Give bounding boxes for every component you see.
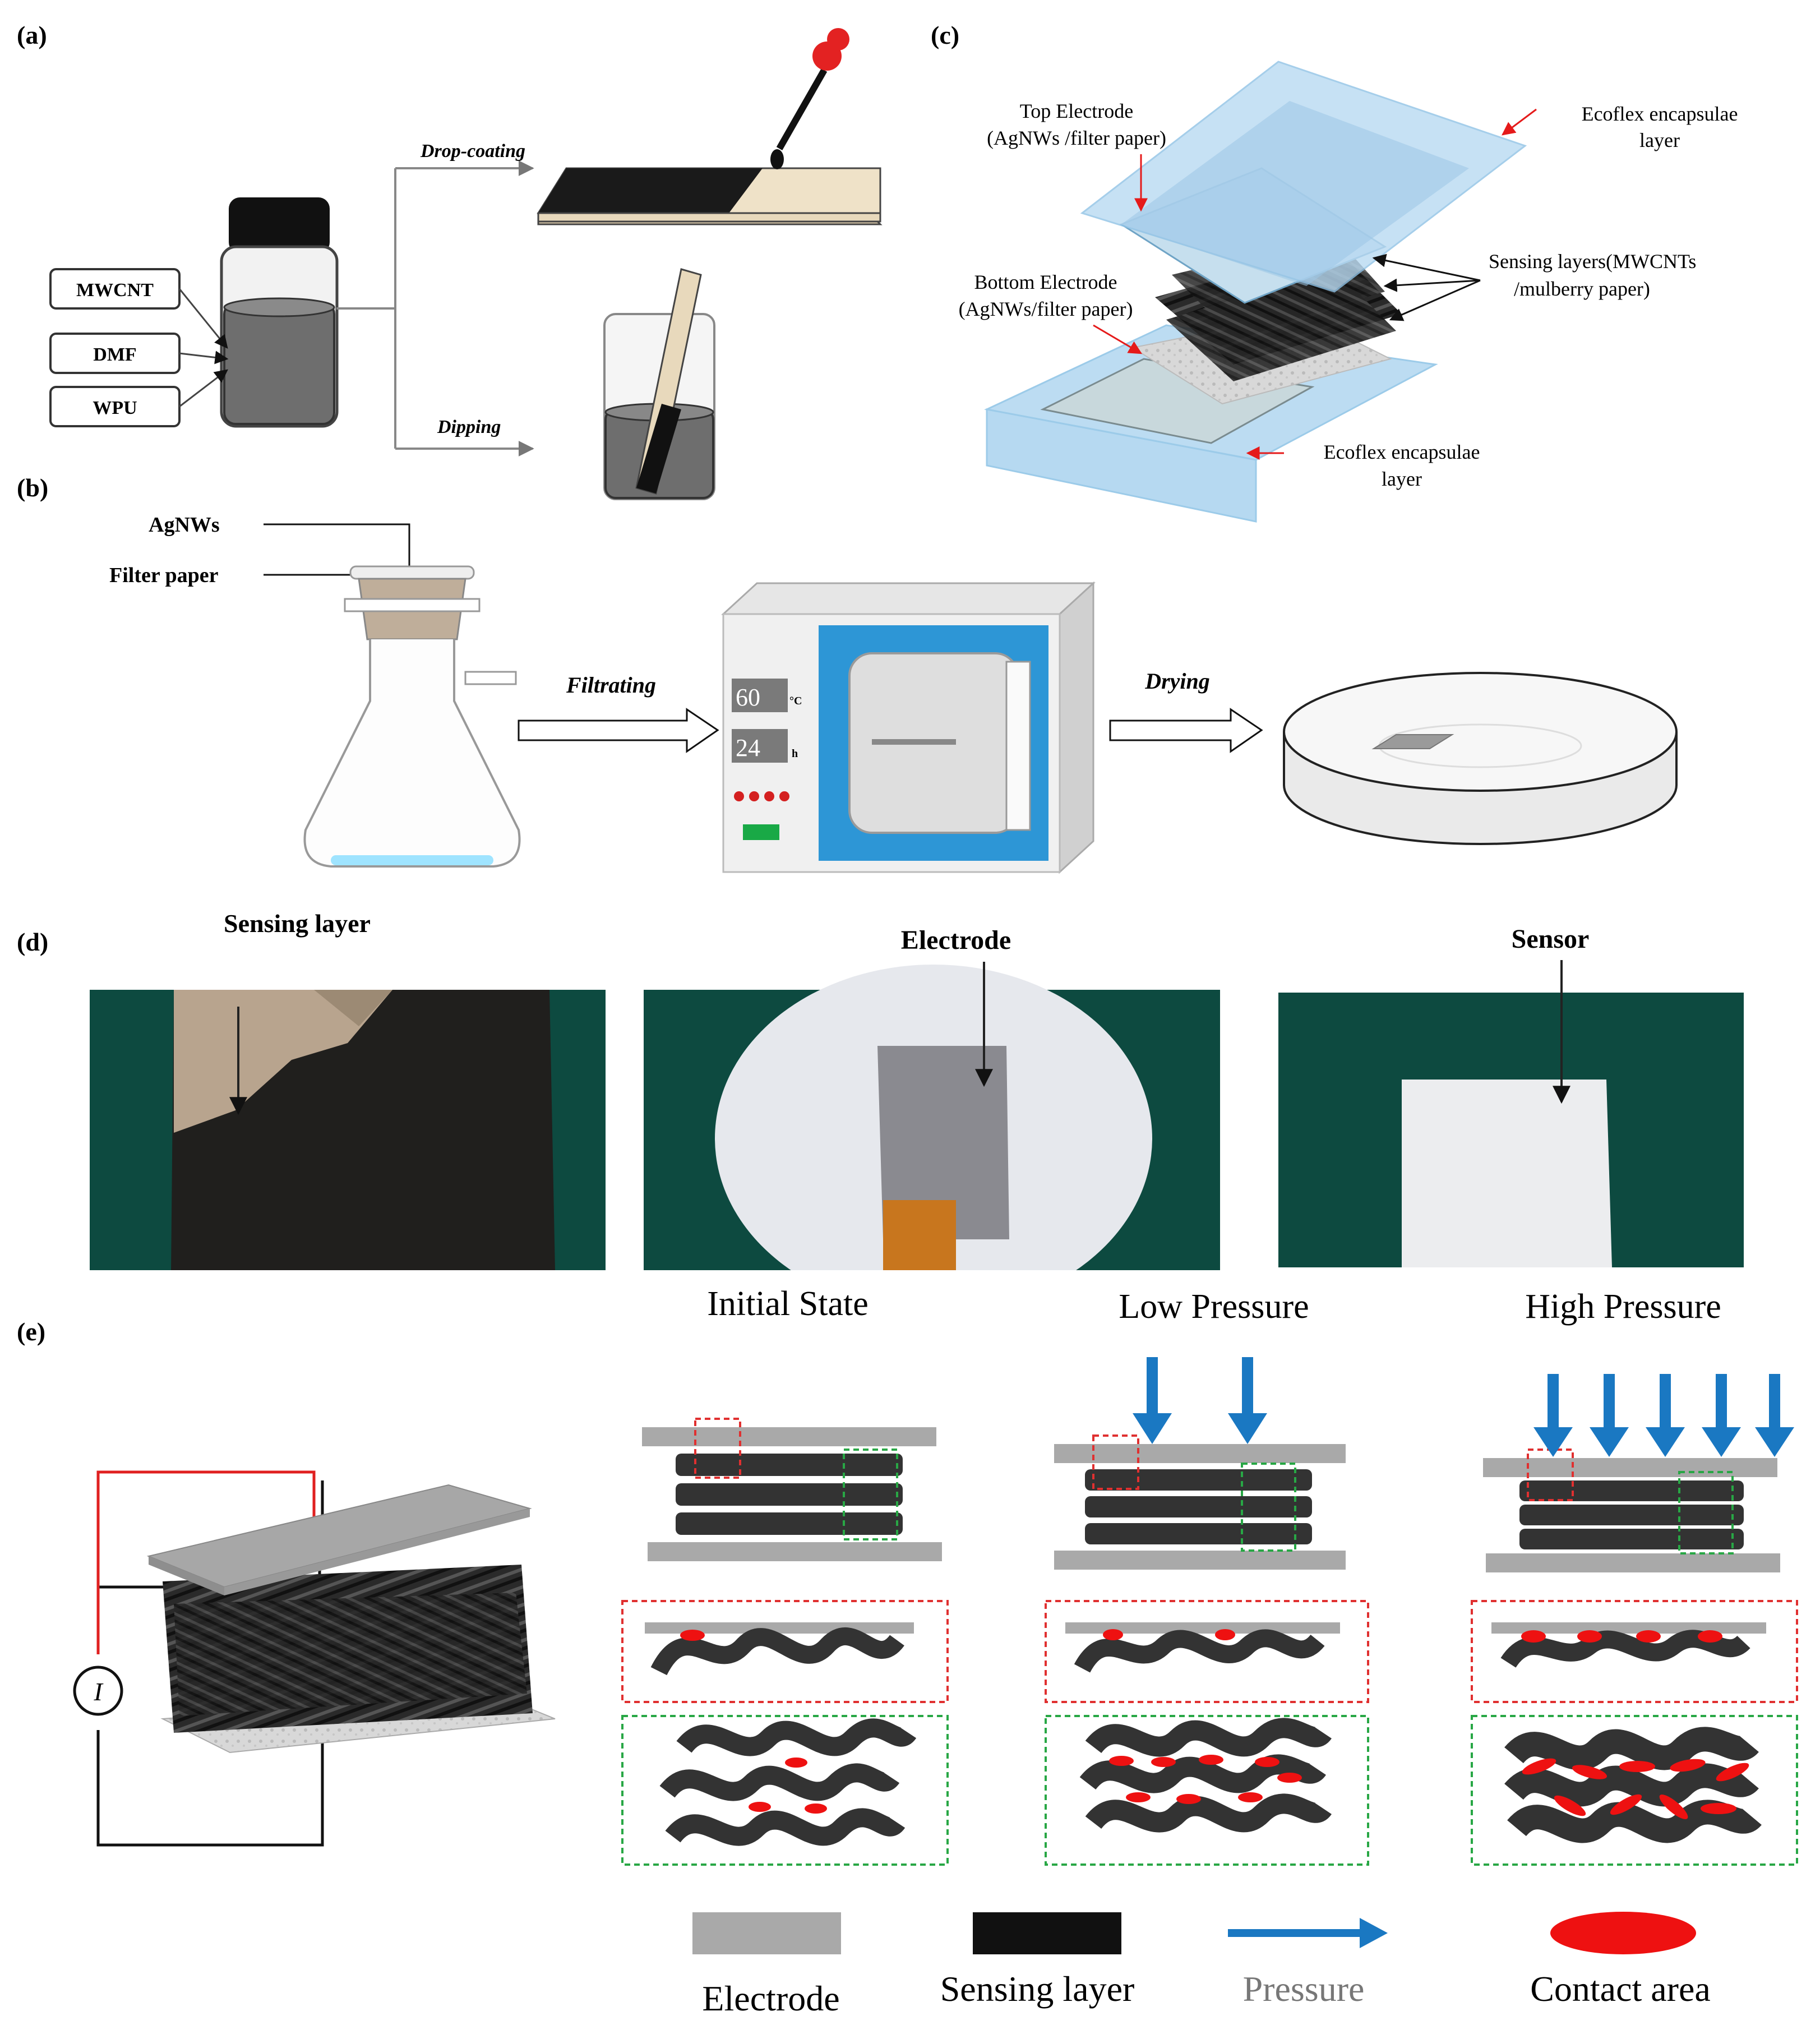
photo-electrode: Electrode xyxy=(644,925,1220,1326)
dipping-beaker xyxy=(603,268,715,500)
top-electrode-label-2: (AgNWs /filter paper) xyxy=(987,127,1166,149)
pressure-arrows-low xyxy=(1133,1357,1267,1444)
ecoflex-top-label-1: Ecoflex encapsulae xyxy=(1582,103,1738,125)
state-high-title: High Pressure xyxy=(1525,1288,1721,1326)
component-list: MWCNT DMF WPU xyxy=(49,268,229,427)
legend-sensing-swatch xyxy=(973,1912,1121,1954)
agnws-label: AgNWs xyxy=(149,513,220,537)
pressure-arrows-high xyxy=(1533,1374,1794,1457)
legend: Electrode Sensing layer Pressure Contact… xyxy=(692,1912,1711,2018)
filtration-flask xyxy=(303,565,521,868)
legend-contact-label: Contact area xyxy=(1530,1969,1711,2009)
ecoflex-bottom-label-2: layer xyxy=(1382,468,1422,490)
method-drop-coating: Drop-coating xyxy=(420,141,525,162)
component-mwcnt: MWCNT xyxy=(76,280,154,301)
detail-green-initial xyxy=(621,1715,949,1866)
step-drying: Drying xyxy=(1144,668,1210,694)
panel-d-label: (d) xyxy=(17,928,48,956)
photo-sensor-label: Sensor xyxy=(1512,924,1590,954)
bottom-electrode-label-2: (AgNWs/filter paper) xyxy=(959,298,1133,320)
oven-time-unit: h xyxy=(792,748,798,760)
photo-sensing-layer-label: Sensing layer xyxy=(224,909,371,938)
legend-contact-swatch xyxy=(1550,1912,1696,1954)
photo-sensing-layer: Sensing layer xyxy=(90,909,606,1270)
oven-temp: 60 xyxy=(736,684,760,711)
panel-b: (b) AgNWs Filter paper Filtrating 6 xyxy=(17,473,1678,874)
state-low-title: Low Pressure xyxy=(1119,1288,1309,1326)
schematic-high xyxy=(1483,1449,1780,1572)
step-filtrating: Filtrating xyxy=(566,672,656,698)
schematic-initial xyxy=(642,1418,942,1561)
component-wpu: WPU xyxy=(93,398,137,418)
legend-sensing-label: Sensing layer xyxy=(940,1969,1135,2009)
legend-pressure-arrow xyxy=(1228,1918,1388,1948)
panel-a: (a) MWCNT DMF WPU Drop-coating xyxy=(17,21,883,500)
panel-c: (c) Top Electrode (AgNWs /filter paper) … xyxy=(931,21,1738,523)
filter-paper-label: Filter paper xyxy=(109,564,219,587)
photo-sensor: Sensor xyxy=(1278,924,1744,1267)
oven-temp-unit: °C xyxy=(789,695,802,707)
bottom-electrode-label-1: Bottom Electrode xyxy=(974,271,1117,293)
method-dipping: Dipping xyxy=(437,417,501,437)
sensing-layers-label-1: Sensing layers(MWCNTs xyxy=(1489,250,1696,273)
top-electrode-label-1: Top Electrode xyxy=(1020,100,1133,122)
sensing-layers-label-2: /mulberry paper) xyxy=(1514,278,1650,300)
detail-green-high xyxy=(1471,1715,1798,1866)
ecoflex-top-label-2: layer xyxy=(1639,129,1680,151)
panel-e: (e) Initial State Low Pressure High Pres… xyxy=(17,1285,1798,1866)
drop-coating-slide xyxy=(537,167,883,225)
panel-b-label: (b) xyxy=(17,473,48,502)
panel-d: (d) Sensing layer Electrode Sensor xyxy=(17,909,1744,1326)
detail-red-high xyxy=(1471,1600,1798,1703)
legend-electrode-swatch xyxy=(692,1912,841,1954)
legend-electrode-label: Electrode xyxy=(702,1978,839,2018)
detail-red-low xyxy=(1045,1600,1369,1703)
drying-oven: 60 °C 24 h xyxy=(721,581,1096,874)
petri-dish xyxy=(1283,672,1678,845)
detail-red-initial xyxy=(621,1600,949,1703)
panel-c-label: (c) xyxy=(931,21,959,49)
photo-electrode-label: Electrode xyxy=(901,925,1011,955)
component-dmf: DMF xyxy=(93,344,136,365)
panel-e-label: (e) xyxy=(17,1317,45,1346)
ecoflex-bottom-label-1: Ecoflex encapsulae xyxy=(1324,441,1480,463)
detail-green-low xyxy=(1045,1715,1369,1866)
current-symbol: I xyxy=(93,1677,104,1706)
dropper-icon xyxy=(770,28,849,169)
legend-pressure-label: Pressure xyxy=(1243,1969,1365,2009)
process-branches xyxy=(336,160,534,456)
sensor-3d-circuit: I xyxy=(73,1470,556,1847)
panel-a-label: (a) xyxy=(17,21,47,49)
vial xyxy=(220,197,339,428)
schematic-low xyxy=(1054,1434,1346,1570)
state-initial-title: Initial State xyxy=(707,1285,869,1323)
oven-time: 24 xyxy=(736,734,760,762)
